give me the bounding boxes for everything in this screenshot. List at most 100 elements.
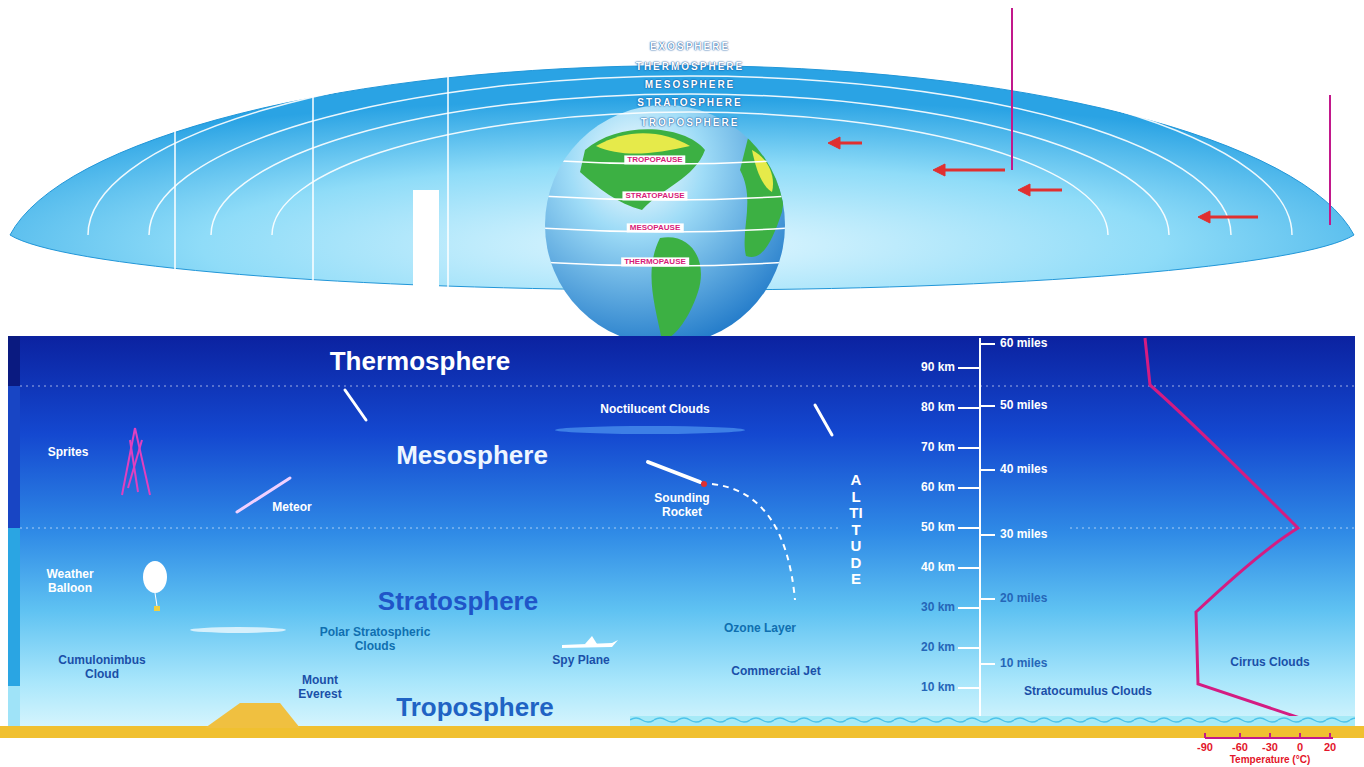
leader-line [1329,95,1331,225]
layer-name: TROPOSPHERE [641,117,740,129]
layer-ring [88,58,1292,235]
atmosphere-panel [8,336,1355,728]
continent [651,237,700,340]
arrow-shaft [1028,189,1062,192]
sprite-stroke [128,440,142,488]
boundary-label: MESOPAUSE [627,223,684,232]
layer-strip [8,686,20,728]
altitude-label: 10 miles [1000,657,1047,671]
layer-ring [272,112,1108,235]
layer-band: Troposphere [8,686,848,728]
temperature-label: -60 [1232,742,1248,753]
altitude-label: 20 miles [1000,592,1047,606]
feature-label: Commercial Jet [731,665,820,679]
layer-ring [211,94,1169,235]
temperature-tick [1269,733,1271,738]
layer-name: EXOSPHERE [650,41,730,53]
polar-stratospheric-cloud [190,627,286,633]
km-tick [958,607,980,609]
mile-tick [980,405,995,407]
arrow-shaft [943,169,1005,172]
rocket-trajectory [712,484,795,600]
cutaway-line [312,72,314,289]
rocket-tip [701,481,707,487]
boundary-label: TROPOPAUSE [624,155,685,164]
altitude-label: 90 km [921,361,955,375]
mile-tick [980,534,995,536]
km-tick [958,487,980,489]
feature-label: Cirrus Clouds [1230,656,1309,670]
layer-name: Troposphere [396,693,553,723]
feature-label: Polar Stratospheric Clouds [300,626,450,654]
weather-balloon [143,561,167,593]
layer-boundary [1070,528,1355,529]
temperature-ticks [1205,733,1330,738]
axis-ticks [958,344,995,688]
feature-label: Noctilucent Clouds [600,403,709,417]
arrow-head [933,164,945,176]
temperature-tick [1329,733,1331,738]
feature-label: Sounding Rocket [645,492,719,520]
ground [0,726,1364,738]
km-tick [958,527,980,529]
meteor-streak [345,390,366,420]
altitude-label: 30 miles [1000,528,1047,542]
feature-label: Spy Plane [552,654,609,668]
pointer-arrows [828,137,1258,223]
feature-label: Meteor [272,501,311,515]
temperature-label: -30 [1262,742,1278,753]
cutaway-line [174,108,176,277]
feature-label: Ozone Layer [724,622,796,636]
temperature-label: 20 [1324,742,1336,753]
layer-name: STRATOSPHERE [637,97,742,109]
continents [540,129,790,340]
meteor-streak [815,405,832,435]
boundary-label: STRATOPAUSE [622,191,687,200]
boundary-label: THERMOPAUSE [621,257,689,266]
km-tick [958,647,980,649]
altitude-label: 70 km [921,441,955,455]
altitude-label: 50 miles [1000,399,1047,413]
layer-strip [8,386,20,528]
continent [596,133,690,153]
layer-name: MESOSPHERE [645,79,736,91]
arrow-head [1198,211,1210,223]
cutaway-block [413,190,439,295]
altitude-axis [979,338,981,726]
layer-ring [149,76,1231,235]
temperature-tick [1239,733,1241,738]
layer-boundary [20,386,1355,387]
balloon-payload [154,606,160,611]
mile-tick [980,663,995,665]
continent [752,150,773,192]
layer-name: Thermosphere [330,347,511,377]
feature-label: Weather Balloon [38,568,102,596]
temperature-tick [1204,733,1206,738]
earth-globe [545,105,785,345]
feature-label: Mount Everest [289,674,351,702]
layer-band: Thermosphere [8,336,848,386]
feature-label: Sprites [48,446,89,460]
altitude-label: 40 miles [1000,463,1047,477]
sprite-symbol [122,428,150,495]
axis-title: Temperature (°C) [1230,755,1311,765]
layer-strip [8,336,20,386]
arrow-shaft [838,142,862,145]
km-tick [958,367,980,369]
arrow-shaft [1208,216,1258,219]
temperature-tick [1299,733,1301,738]
km-tick [958,567,980,569]
cutaway-line [447,52,449,295]
mount-everest [205,703,300,728]
feature-label: Stratocumulus Clouds [1024,685,1152,699]
continent [580,129,705,210]
spy-plane [562,636,618,648]
altitude-label: 40 km [921,561,955,575]
layer-name: Mesosphere [396,441,548,471]
feature-label: Cumulonimbus Cloud [47,654,157,682]
mile-tick [980,469,995,471]
leader-line [1011,8,1013,170]
altitude-label: 30 km [921,601,955,615]
